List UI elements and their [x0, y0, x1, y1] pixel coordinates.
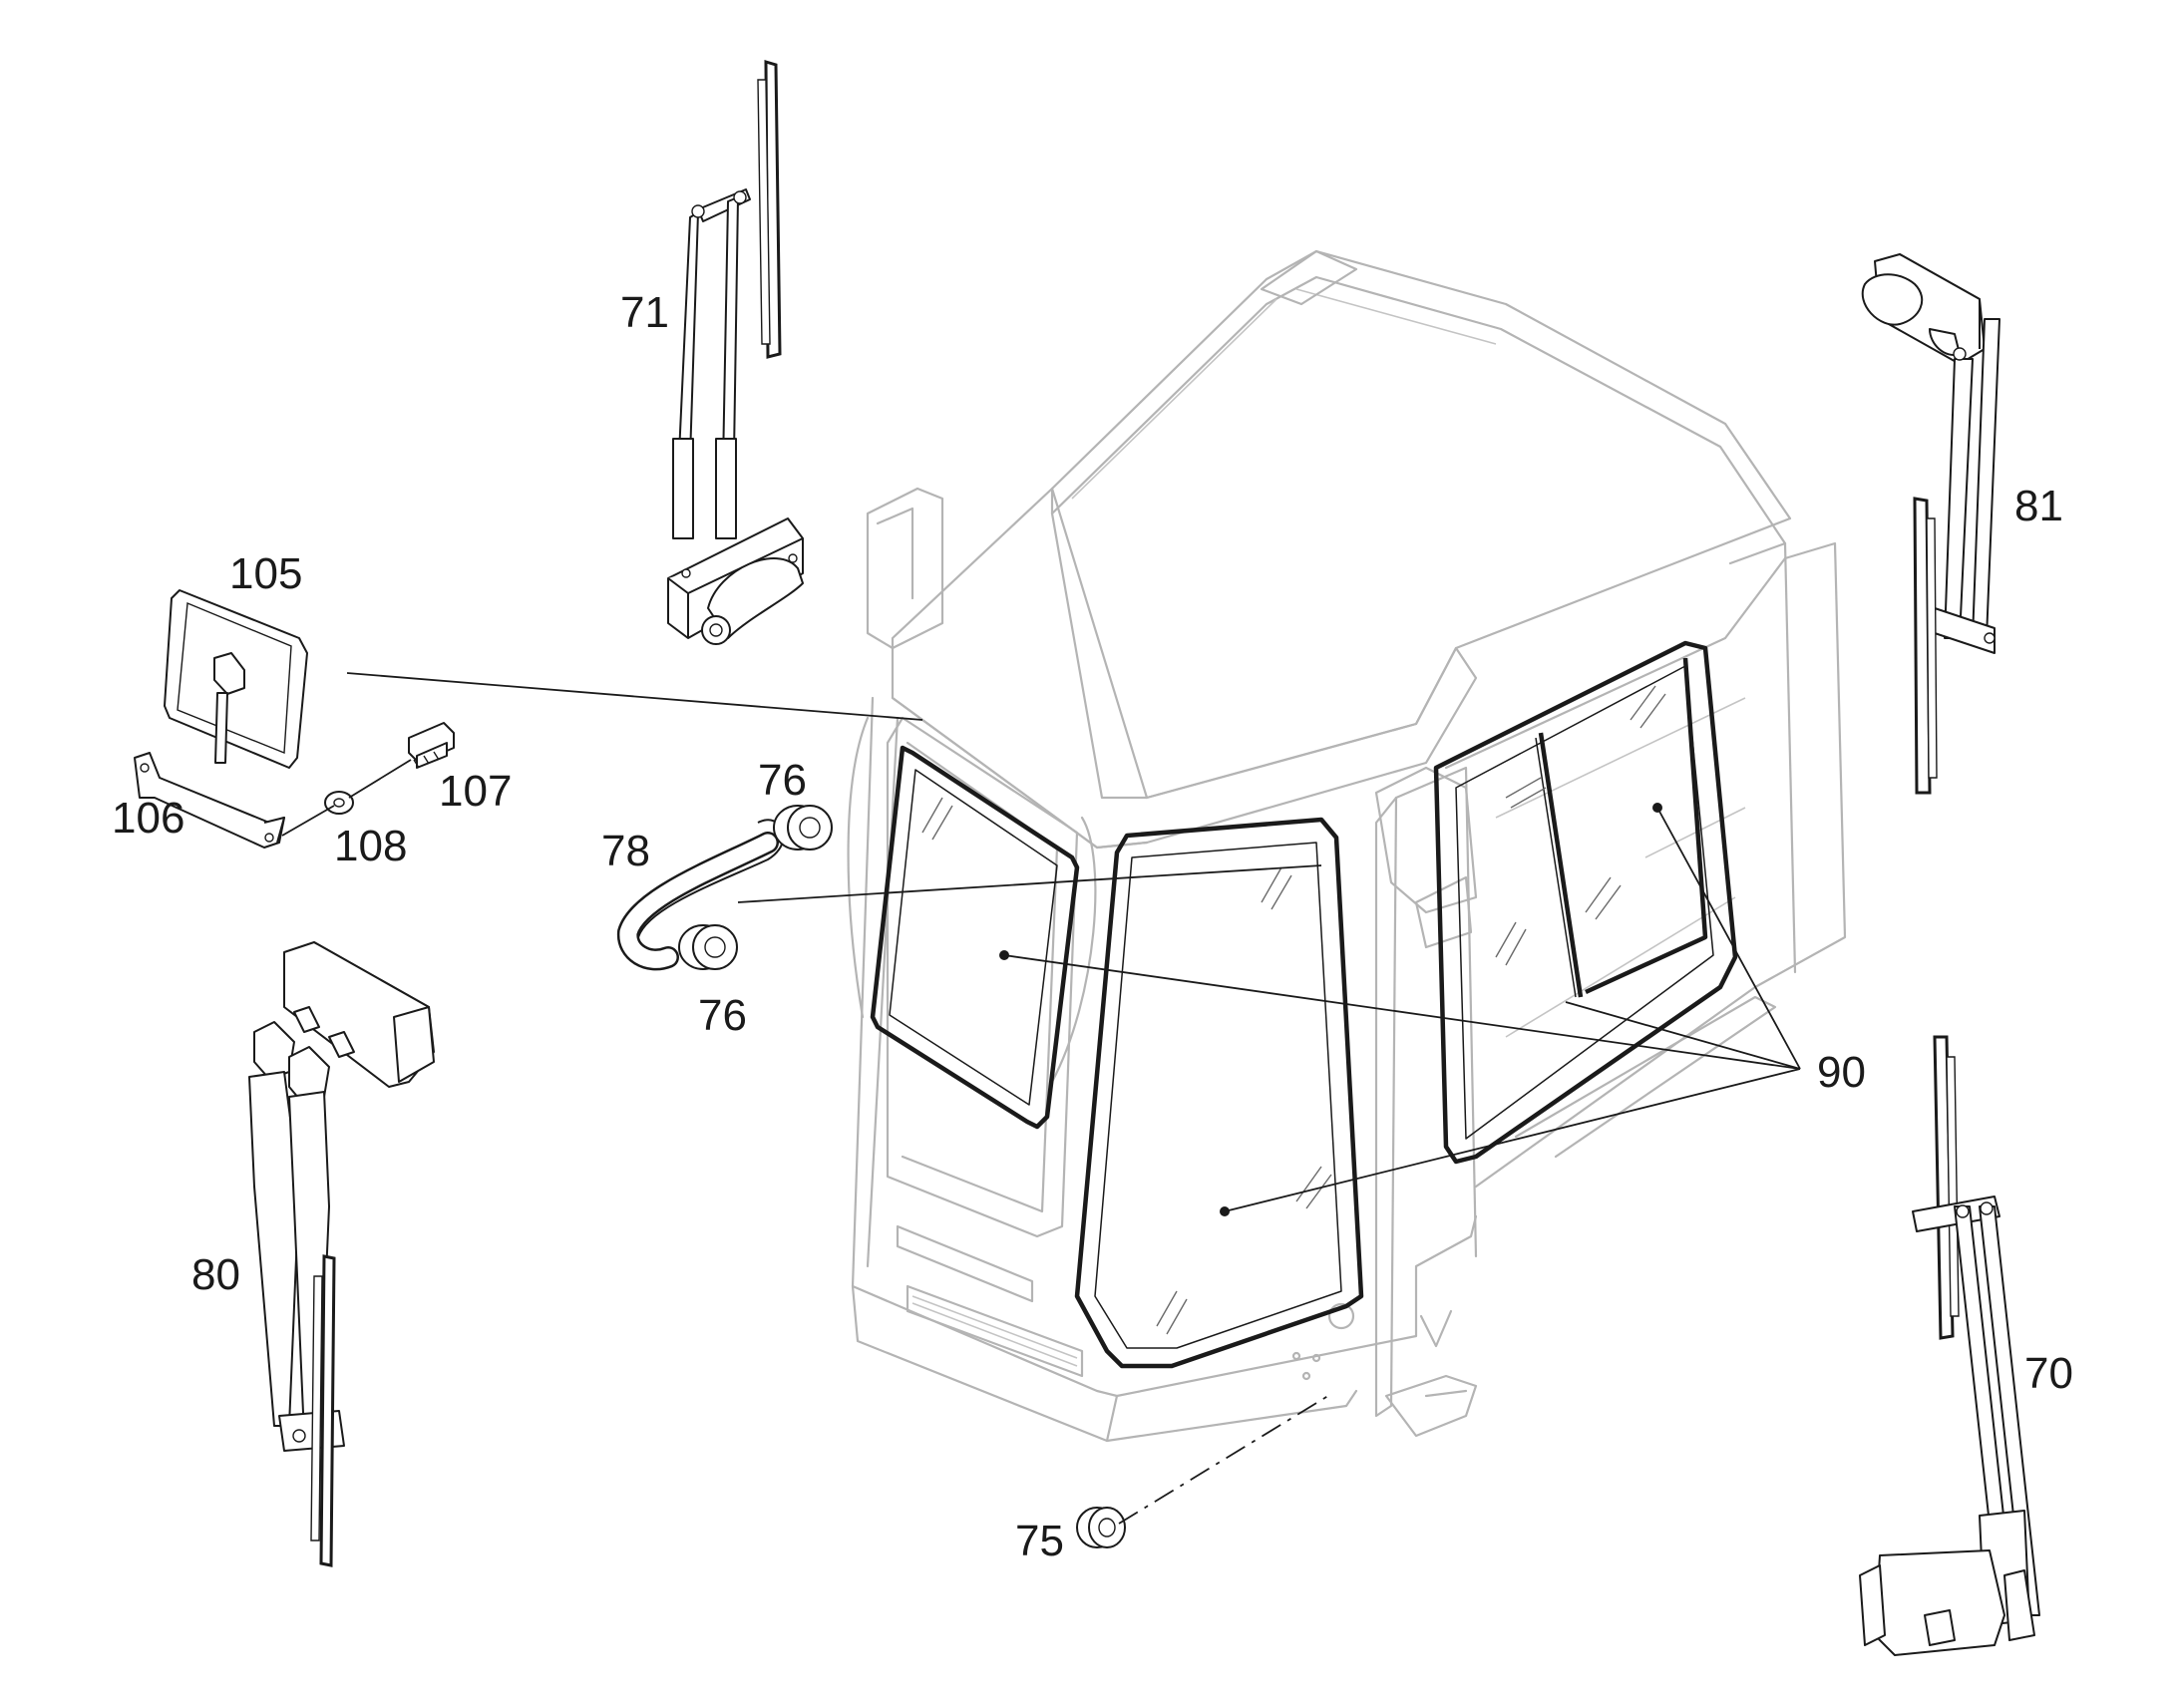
part-75-grommet — [1076, 1507, 1126, 1548]
label-105: 105 — [229, 549, 302, 598]
leader-lines — [346, 672, 1801, 1525]
window-seals-90 — [870, 640, 1738, 1369]
part-105-mirror-group — [134, 589, 455, 849]
part-80-wiper — [248, 941, 435, 1567]
label-107: 107 — [439, 767, 512, 816]
label-76-top: 76 — [758, 756, 807, 805]
label-70: 70 — [2024, 1349, 2073, 1398]
label-80: 80 — [191, 1250, 240, 1299]
operator-cab — [847, 249, 1847, 1443]
label-78: 78 — [601, 827, 650, 875]
label-106: 106 — [112, 794, 184, 843]
label-76-bottom: 76 — [698, 991, 747, 1040]
part-70-wiper — [1859, 1035, 2040, 1656]
part-labels: 71 81 105 106 107 108 76 76 78 90 80 70 … — [112, 288, 2073, 1565]
part-71-rear-wiper — [667, 59, 804, 645]
label-81: 81 — [2014, 482, 2063, 530]
part-81-front-wiper — [1861, 253, 2000, 795]
label-75: 75 — [1015, 1517, 1064, 1565]
part-78-hose-and-76-grommets — [616, 805, 833, 971]
label-108: 108 — [334, 822, 407, 870]
label-71: 71 — [620, 288, 669, 337]
label-90: 90 — [1817, 1048, 1866, 1097]
